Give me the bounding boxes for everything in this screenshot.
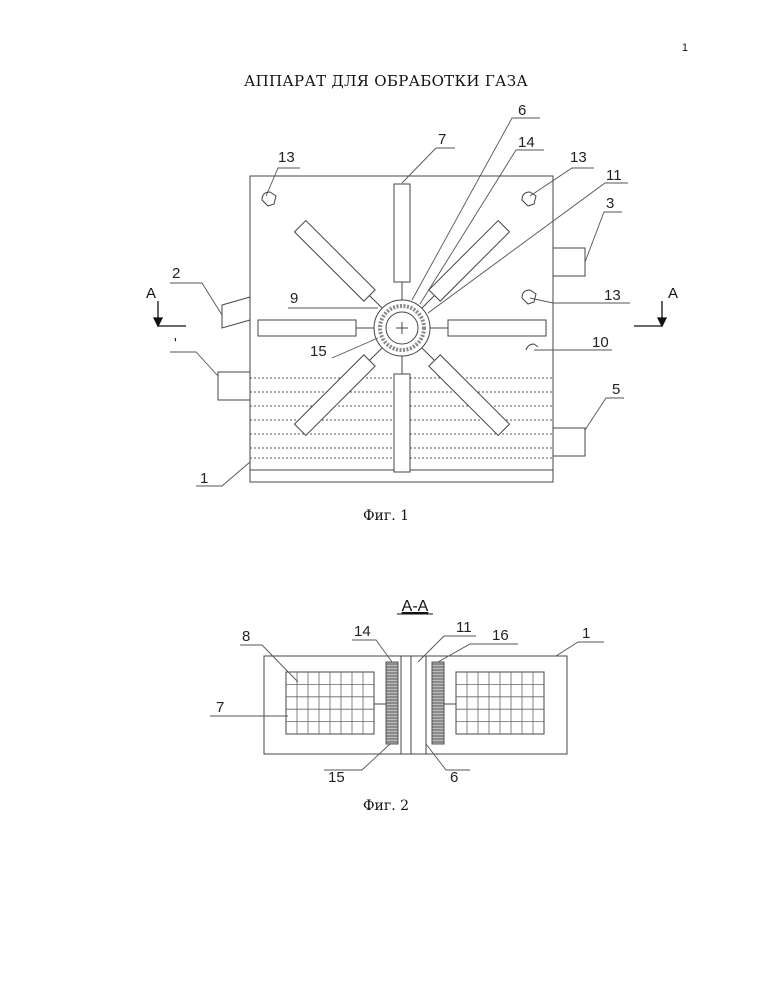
fig2-label-15: 15 (328, 769, 345, 786)
label-9: 9 (290, 290, 298, 307)
blade (430, 320, 546, 336)
deflector-13a (262, 192, 276, 206)
label-4: ' (174, 335, 177, 352)
blade (258, 320, 374, 336)
fig2-label-16: 16 (492, 627, 509, 644)
blade (295, 342, 388, 435)
fig2-label-6: 6 (450, 769, 458, 786)
label-15: 15 (310, 343, 327, 360)
label-3: 3 (606, 195, 614, 212)
nozzle-5 (553, 428, 585, 456)
figure-1-caption: Фиг. 1 (0, 508, 772, 524)
fig2-label-7: 7 (216, 699, 224, 716)
deflector-13b (522, 192, 536, 206)
fig2-label-14: 14 (354, 623, 371, 640)
fig2-label-1: 1 (582, 625, 590, 642)
label-1: 1 (200, 470, 208, 487)
label-13-right-bottom: 13 (604, 287, 621, 304)
label-2: 2 (172, 265, 180, 282)
fig2-label-11: 11 (456, 619, 472, 636)
blade (416, 342, 509, 435)
inlet-nozzle (222, 297, 250, 328)
blade (394, 184, 410, 300)
figure-2-caption: Фиг. 2 (0, 798, 772, 814)
section-mark-left: A (146, 285, 156, 302)
fig2-label-8: 8 (242, 628, 250, 645)
label-14: 14 (518, 134, 535, 151)
section-housing (264, 656, 567, 754)
nozzle-3 (553, 248, 585, 276)
blade (295, 221, 388, 314)
deflector-13c (522, 290, 536, 304)
label-11: 11 (606, 167, 622, 184)
label-13-left: 13 (278, 149, 295, 166)
label-5: 5 (612, 381, 620, 398)
section-mark-right: A (668, 285, 678, 302)
section-title: A-A (402, 598, 429, 615)
label-10: 10 (592, 334, 609, 351)
nozzle-4 (218, 372, 250, 400)
label-6: 6 (518, 102, 526, 119)
label-7: 7 (438, 131, 446, 148)
label-13-right-top: 13 (570, 149, 587, 166)
blade (394, 356, 410, 472)
deflector-10 (526, 344, 538, 350)
